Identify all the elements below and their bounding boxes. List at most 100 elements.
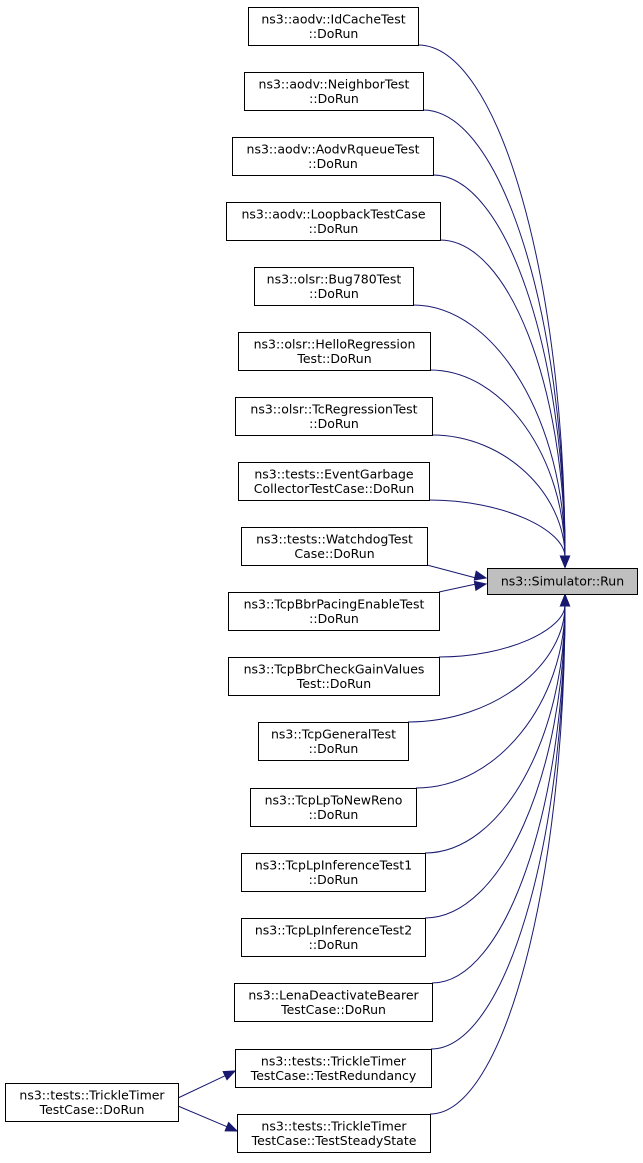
node-box <box>241 853 426 892</box>
node-label-line: ::DoRun <box>309 286 359 301</box>
node-label-line: ns3::TcpBbrCheckGainValues <box>244 661 425 676</box>
edge-line <box>439 239 566 558</box>
caller-node[interactable]: ns3::aodv::LoopbackTestCase::DoRun <box>226 202 441 241</box>
node-box <box>235 397 433 436</box>
node-box <box>228 657 440 696</box>
caller-node[interactable]: ns3::TcpBbrPacingEnableTest::DoRun <box>228 592 440 631</box>
node-label-line: ::DoRun <box>309 221 359 236</box>
call-edge <box>429 593 571 1115</box>
node-box <box>248 7 419 46</box>
call-edge <box>424 593 571 854</box>
edge-line <box>438 604 566 658</box>
node-label-line: ns3::tests::WatchdogTest <box>256 531 413 546</box>
node-label-line: Test::DoRun <box>296 676 371 691</box>
node-label-line: ns3::TcpBbrPacingEnableTest <box>244 596 425 611</box>
edge-line <box>431 434 566 558</box>
edge-arrowhead <box>222 1070 237 1081</box>
edge-line <box>422 109 566 558</box>
node-label-line: ns3::olsr::Bug780Test <box>267 271 402 286</box>
node-label-line: ns3::tests::EventGarbage <box>254 466 414 481</box>
edge-line <box>426 564 477 579</box>
node-label-line: ::DoRun <box>309 26 359 41</box>
node-label-line: ns3::aodv::AodvRqueueTest <box>247 141 420 156</box>
edge-line <box>429 604 566 1115</box>
caller-node[interactable]: ns3::TcpGeneralTest::DoRun <box>258 722 409 761</box>
edge-line <box>430 604 566 1050</box>
call-edge <box>431 593 571 984</box>
edge-line <box>177 1105 228 1128</box>
call-edge <box>417 44 571 569</box>
node-label-line: ns3::olsr::HelloRegression <box>254 336 416 351</box>
call-edge <box>438 593 571 658</box>
node-label-line: ::DoRun <box>309 872 359 887</box>
node-box <box>228 592 440 631</box>
call-edge <box>429 369 571 569</box>
node-box <box>258 722 409 761</box>
node-label-line: TestCase::TestSteadyState <box>251 1133 417 1148</box>
node-label-line: ns3::tests::TrickleTimer <box>261 1118 407 1133</box>
edge-line <box>177 1074 227 1099</box>
node-box <box>254 267 414 306</box>
node-box <box>487 568 638 595</box>
caller-node[interactable]: ns3::tests::TrickleTimerTestCase::TestSt… <box>237 1114 431 1153</box>
node-label-line: ns3::TcpLpToNewReno <box>265 792 403 807</box>
edge-line <box>417 44 566 558</box>
target-node[interactable]: ns3::Simulator::Run <box>487 568 638 595</box>
caller-node[interactable]: ns3::tests::TrickleTimerTestCase::TestRe… <box>235 1049 432 1088</box>
node-box <box>250 788 417 827</box>
node-label-line: CollectorTestCase::DoRun <box>254 481 414 496</box>
node-label-line: ::DoRun <box>309 937 359 952</box>
edge-line <box>424 604 566 919</box>
edge-line <box>428 499 566 558</box>
nodes-layer: ns3::Simulator::Run ns3::aodv::IdCacheTes… <box>5 7 638 1153</box>
caller-node[interactable]: ns3::TcpLpToNewReno::DoRun <box>250 788 417 827</box>
node-label-line: ns3::TcpGeneralTest <box>271 726 396 741</box>
node-label-line: ns3::TcpLpInferenceTest2 <box>255 922 412 937</box>
node-label-line: ::DoRun <box>309 416 359 431</box>
node-box <box>241 918 426 957</box>
edge-line <box>415 604 566 789</box>
node-label-line: ns3::LenaDeactivateBearer <box>248 987 419 1002</box>
caller-node[interactable]: ns3::TcpLpInferenceTest1::DoRun <box>241 853 426 892</box>
caller-node[interactable]: ns3::aodv::NeighborTest::DoRun <box>244 72 424 111</box>
caller-node[interactable]: ns3::TcpLpInferenceTest2::DoRun <box>241 918 426 957</box>
node-label-line: ns3::olsr::TcRegressionTest <box>250 401 417 416</box>
node-label-line: ns3::tests::TrickleTimer <box>19 1087 165 1102</box>
node-label-line: ns3::aodv::NeighborTest <box>259 76 410 91</box>
edge-arrowhead <box>473 580 488 592</box>
caller-node[interactable]: ns3::aodv::IdCacheTest::DoRun <box>248 7 419 46</box>
node-label-line: ns3::tests::TrickleTimer <box>261 1053 407 1068</box>
node-label-line: ns3::aodv::LoopbackTestCase <box>241 206 425 221</box>
edge-line <box>432 174 566 558</box>
node-label-line: Test::DoRun <box>296 351 371 366</box>
caller-node[interactable]: ns3::olsr::Bug780Test::DoRun <box>254 267 414 306</box>
node-label-line: TestCase::DoRun <box>280 1002 386 1017</box>
call-edge <box>412 304 571 569</box>
call-edge <box>432 174 571 569</box>
node-label-line: ::DoRun <box>308 156 358 171</box>
caller-node[interactable]: ns3::aodv::AodvRqueueTest::DoRun <box>232 137 434 176</box>
call-edge <box>430 593 571 1050</box>
caller-node[interactable]: ns3::olsr::TcRegressionTest::DoRun <box>235 397 433 436</box>
caller-node[interactable]: ns3::tests::EventGarbageCollectorTestCas… <box>238 462 430 501</box>
node-label-line: ::DoRun <box>309 807 359 822</box>
edge-line <box>412 304 566 558</box>
node-label-line: TestCase::DoRun <box>39 1102 145 1117</box>
node-box <box>232 137 434 176</box>
edge-arrowhead <box>559 593 571 607</box>
node-box <box>241 527 428 566</box>
node-label-line: ::DoRun <box>309 741 359 756</box>
node-label-line: ::DoRun <box>309 91 359 106</box>
node-label-line: ::DoRun <box>309 611 359 626</box>
node-box <box>238 332 431 371</box>
node-label-line: ns3::TcpLpInferenceTest1 <box>255 857 412 872</box>
edge-arrowhead <box>473 570 488 581</box>
edge-line <box>407 604 566 723</box>
node-box <box>226 202 441 241</box>
